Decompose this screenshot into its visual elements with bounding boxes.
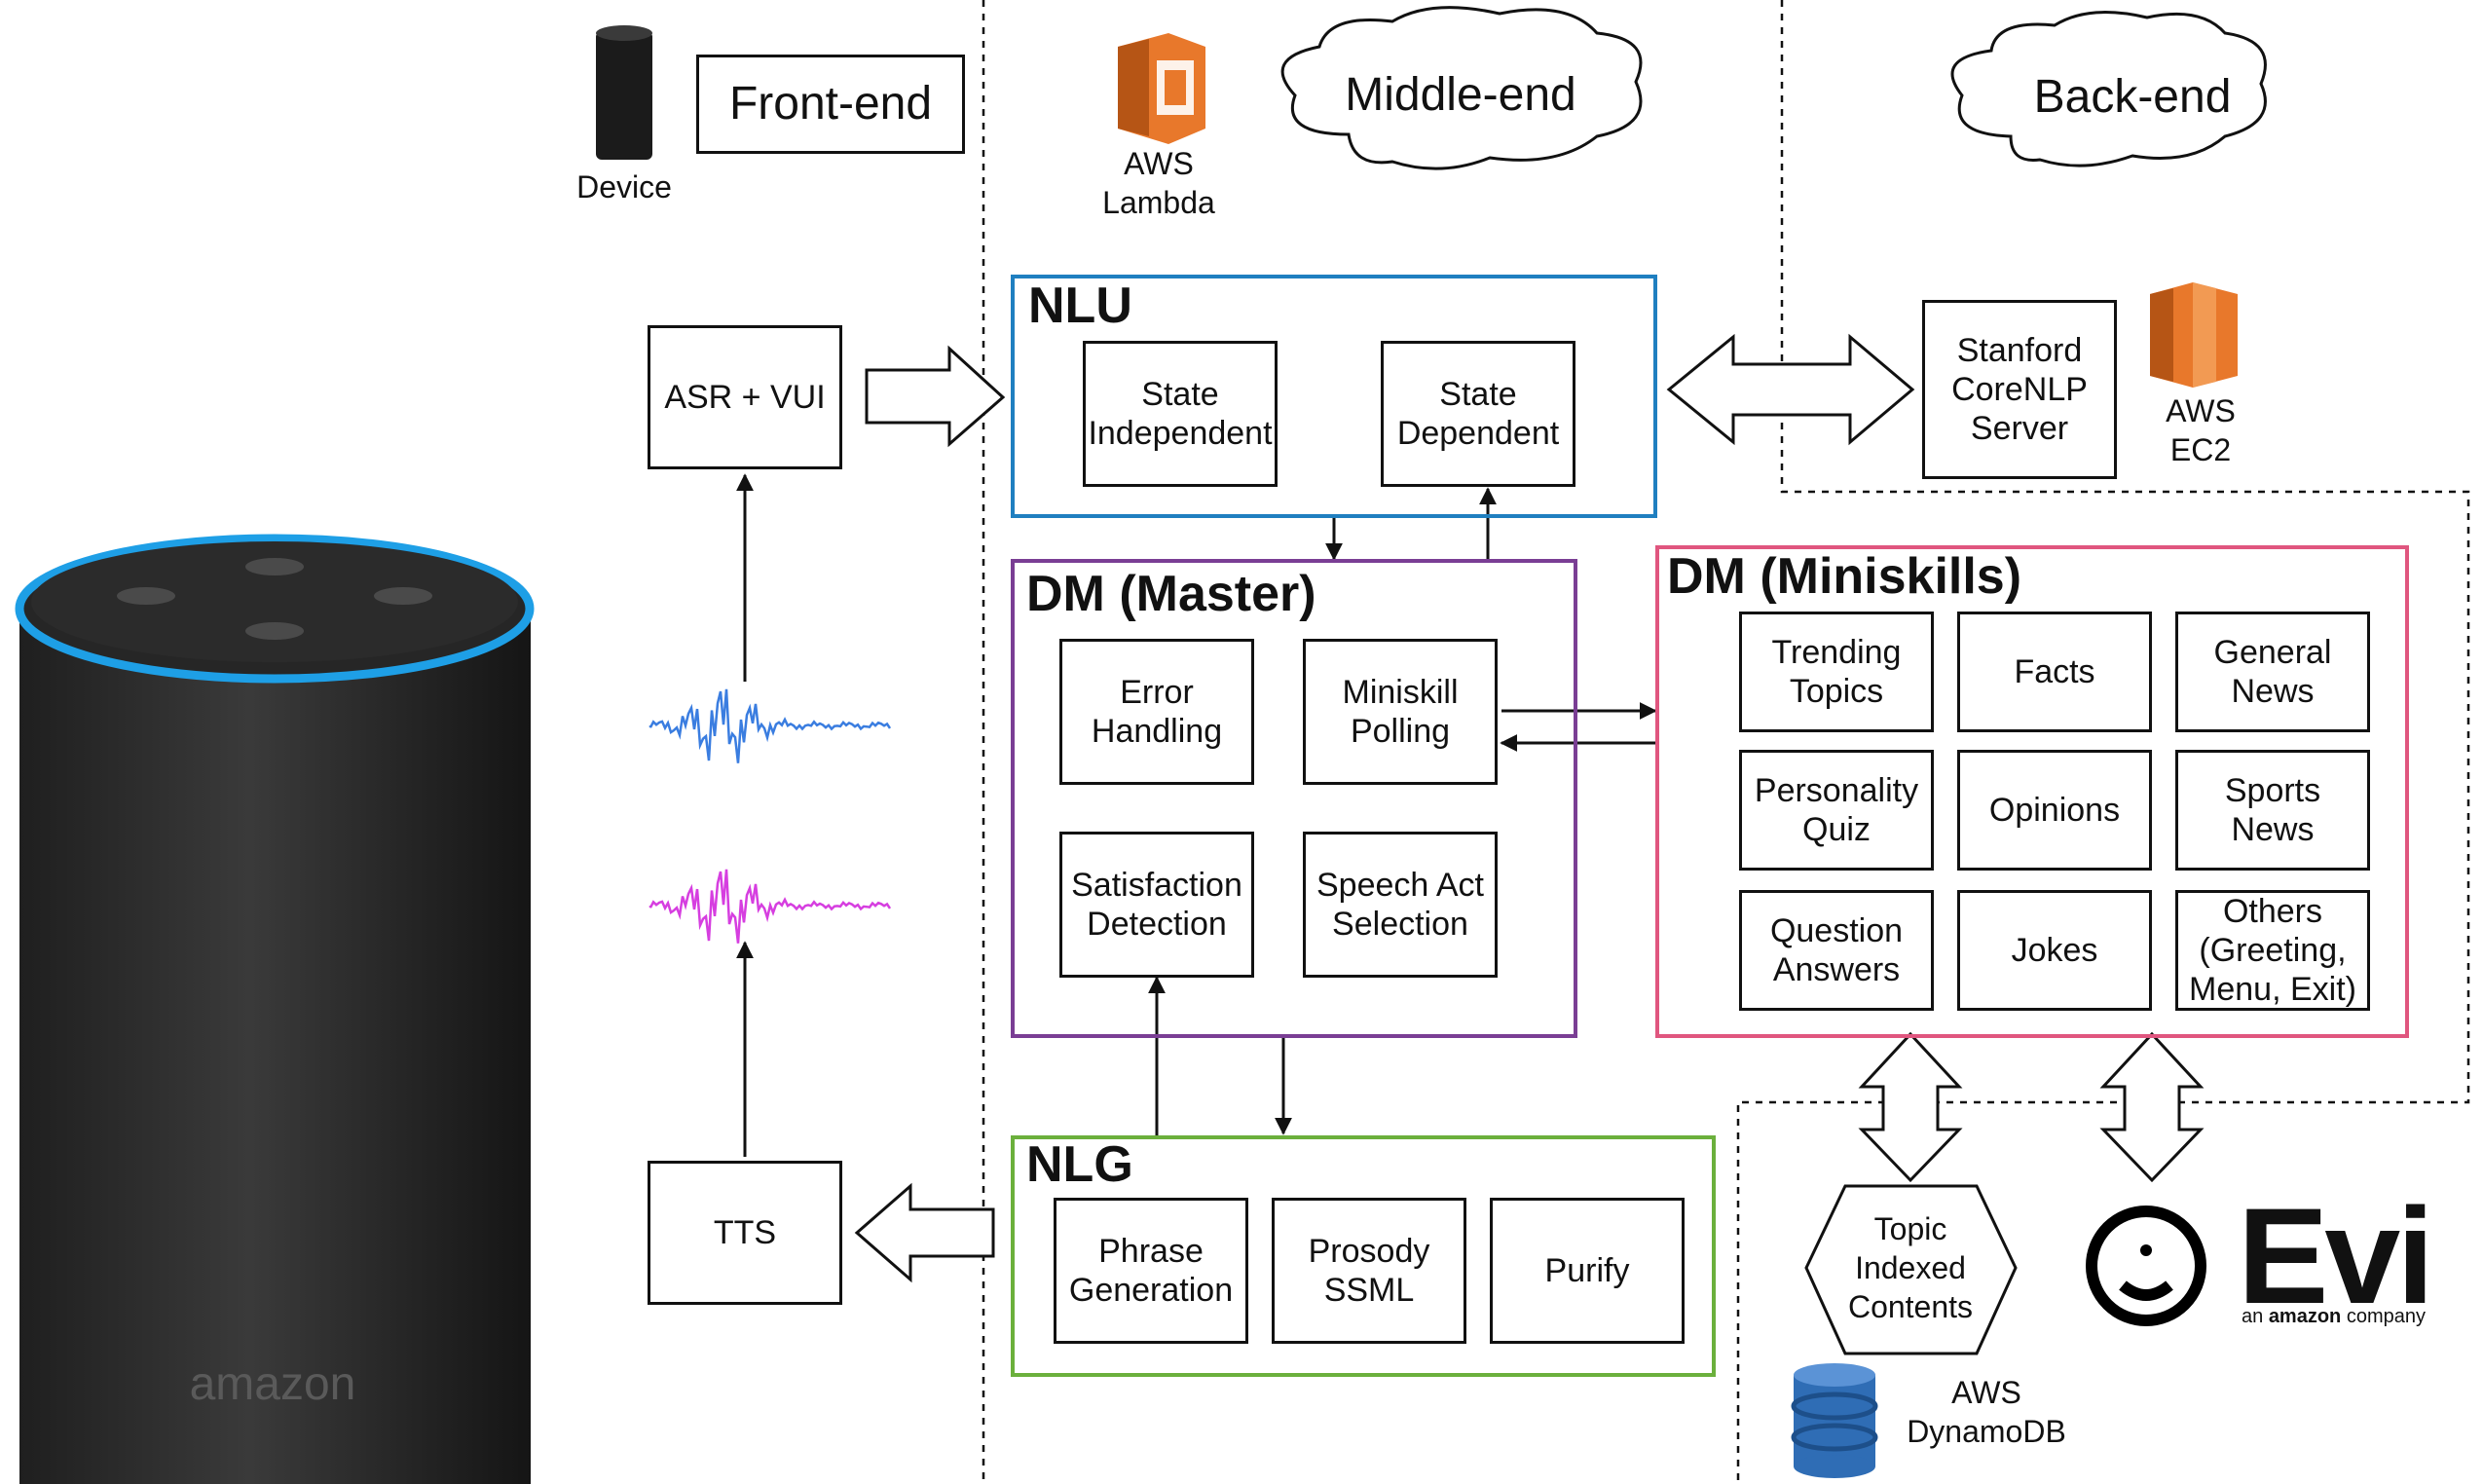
evi-logo-icon	[2086, 1206, 2206, 1326]
back-end-label: Back-end	[2033, 71, 2232, 123]
evi-wordmark: Evi	[2238, 1179, 2434, 1332]
others-box: Others (Greeting, Menu, Exit)	[2175, 890, 2370, 1011]
topic-indexed-contents-label: Topic Indexed Contents	[1847, 1211, 1974, 1324]
jokes-box: Jokes	[1957, 890, 2152, 1011]
nlg-title: NLG	[1026, 1136, 1133, 1193]
middle-end-label: Middle-end	[1345, 69, 1576, 121]
aws-lambda-icon	[1118, 33, 1205, 144]
input-waveform-icon	[649, 688, 892, 763]
miniskills-topic-double-arrow-icon	[1858, 1031, 1963, 1183]
dynamodb-icon	[1791, 1363, 1878, 1478]
miniskills-evi-double-arrow-icon	[2099, 1031, 2205, 1183]
question-answers-box: Question Answers	[1739, 890, 1934, 1011]
trending-topics-box: Trending Topics	[1739, 612, 1934, 732]
aws-ec2-icon	[2150, 282, 2238, 388]
evi-tagline-brand: amazon	[2268, 1306, 2342, 1327]
general-news-box: General News	[2175, 612, 2370, 732]
middle-end-cloud-icon	[1280, 6, 1643, 170]
amazon-echo-speaker-icon	[15, 534, 535, 1484]
asr-to-nlu-arrow-icon	[865, 345, 1006, 448]
sports-news-box: Sports News	[2175, 750, 2370, 871]
evi-tagline-pre: an	[2242, 1306, 2264, 1327]
nlu-corenlp-double-arrow-icon	[1666, 333, 1915, 446]
evi-tagline: an amazon company	[2242, 1305, 2426, 1328]
dm-miniskills-title: DM (Miniskills)	[1667, 548, 2022, 605]
front-end-label: Front-end	[696, 55, 965, 154]
personality-quiz-box: Personality Quiz	[1739, 750, 1934, 871]
amazon-echo-dot-icon	[596, 25, 652, 160]
satisfaction-detection-box: Satisfaction Detection	[1059, 832, 1254, 978]
output-waveform-icon	[649, 869, 892, 944]
speech-act-selection-box: Speech Act Selection	[1303, 832, 1498, 978]
topic-contents-hexagon	[1804, 1184, 2018, 1355]
state-dependent-box: State Dependent	[1381, 341, 1575, 487]
error-handling-box: Error Handling	[1059, 639, 1254, 785]
miniskill-polling-box: Miniskill Polling	[1303, 639, 1498, 785]
device-label: Device	[576, 169, 672, 204]
aws-lambda-label: AWS Lambda	[1102, 146, 1215, 220]
phrase-generation-box: Phrase Generation	[1054, 1198, 1248, 1344]
facts-box: Facts	[1957, 612, 2152, 732]
state-independent-box: State Independent	[1083, 341, 1278, 487]
tts-box: TTS	[648, 1161, 842, 1305]
purify-box: Purify	[1490, 1198, 1685, 1344]
nlg-to-tts-arrow-icon	[854, 1182, 995, 1283]
prosody-ssml-box: Prosody SSML	[1272, 1198, 1466, 1344]
aws-ec2-label: AWS EC2	[2166, 393, 2236, 467]
nlu-title: NLU	[1028, 278, 1132, 334]
stanford-corenlp-box: Stanford CoreNLP Server	[1922, 300, 2117, 479]
asr-vui-box: ASR + VUI	[648, 325, 842, 469]
opinions-box: Opinions	[1957, 750, 2152, 871]
evi-tagline-post: company	[2346, 1306, 2426, 1327]
dm-master-panel	[1011, 559, 1577, 1038]
back-end-cloud-icon	[1950, 11, 2267, 167]
dm-miniskills-panel	[1655, 545, 2409, 1038]
nlg-panel	[1011, 1135, 1716, 1377]
nlu-panel	[1011, 275, 1657, 518]
speaker-brand-text: amazon	[189, 1358, 356, 1410]
aws-dynamodb-label: AWS DynamoDB	[1907, 1375, 2066, 1449]
dm-master-title: DM (Master)	[1026, 566, 1316, 622]
